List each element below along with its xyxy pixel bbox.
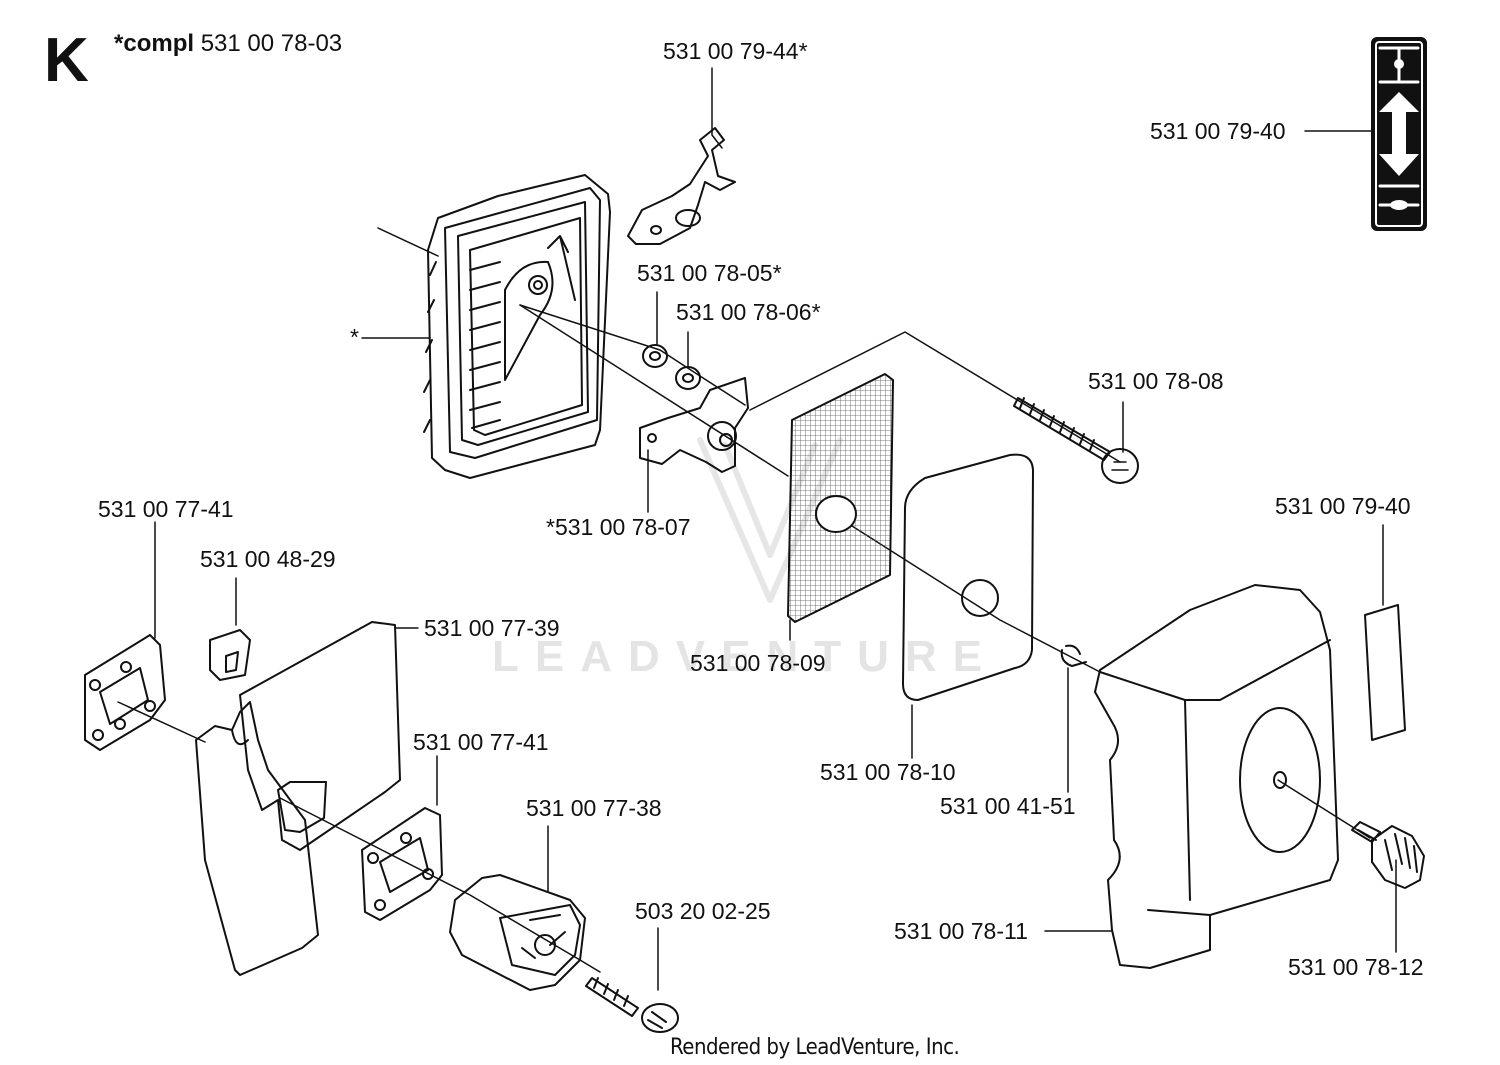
part-label-bracket[interactable]: *531 00 78-07 (546, 514, 691, 540)
part-label-choke-lever[interactable]: 531 00 79-44* (663, 38, 808, 64)
choke-decal (1371, 37, 1427, 231)
washers (642, 344, 701, 390)
section-letter: K (44, 26, 89, 95)
filter-cover (1094, 584, 1339, 969)
assembly-part-number: 531 00 78-03 (200, 30, 343, 57)
part-label-foam-filter[interactable]: 531 00 78-10 (820, 759, 956, 785)
choke-lever (627, 127, 736, 245)
part-label-decal-label[interactable]: 531 00 79-40 (1275, 493, 1411, 519)
part-label-small-clip[interactable]: 531 00 48-29 (200, 546, 336, 572)
short-screw (585, 977, 679, 1033)
clip (1060, 644, 1087, 667)
part-label-long-screw[interactable]: 531 00 78-08 (1088, 368, 1224, 394)
part-label-plates[interactable]: 531 00 77-39 (424, 615, 560, 641)
gasket-left (84, 634, 166, 751)
decal-label (1364, 604, 1406, 741)
compl-label: *compl (114, 30, 195, 57)
part-label-cover-knob[interactable]: 531 00 78-12 (1288, 954, 1424, 980)
intake-adapter (449, 874, 586, 991)
bracket (639, 377, 749, 473)
long-screw (1013, 397, 1139, 484)
part-label-clip[interactable]: 531 00 41-51 (940, 793, 1076, 819)
part-label-short-screw[interactable]: 503 20 02-25 (635, 898, 771, 924)
air-filter-housing (423, 174, 611, 479)
footer-credit: Rendered by LeadVenture, Inc. (670, 1035, 960, 1060)
part-label-filter-mesh[interactable]: 531 00 78-09 (690, 650, 826, 676)
part-label-gasket-center[interactable]: 531 00 77-41 (413, 729, 549, 755)
assembly-title: *compl 531 00 78-03 (114, 32, 342, 56)
filter-mesh (787, 373, 894, 623)
part-label-intake-adapter[interactable]: 531 00 77-38 (526, 795, 662, 821)
part-label-washer-06[interactable]: 531 00 78-06* (676, 299, 821, 325)
part-label-washer-05[interactable]: 531 00 78-05* (637, 260, 782, 286)
gasket-center (361, 807, 443, 921)
part-label-star[interactable]: * (350, 324, 359, 350)
part-label-choke-decal[interactable]: 531 00 79-40 (1150, 118, 1286, 144)
cover-knob (1351, 821, 1425, 889)
small-clip (209, 629, 251, 681)
foam-filter (902, 453, 1034, 701)
part-label-gasket-left[interactable]: 531 00 77-41 (98, 496, 234, 522)
watermark: LEADVENTURE (492, 632, 999, 681)
leader-lines (117, 67, 1397, 991)
heat-shield-plates (195, 621, 401, 976)
part-label-filter-cover[interactable]: 531 00 78-11 (894, 918, 1028, 944)
